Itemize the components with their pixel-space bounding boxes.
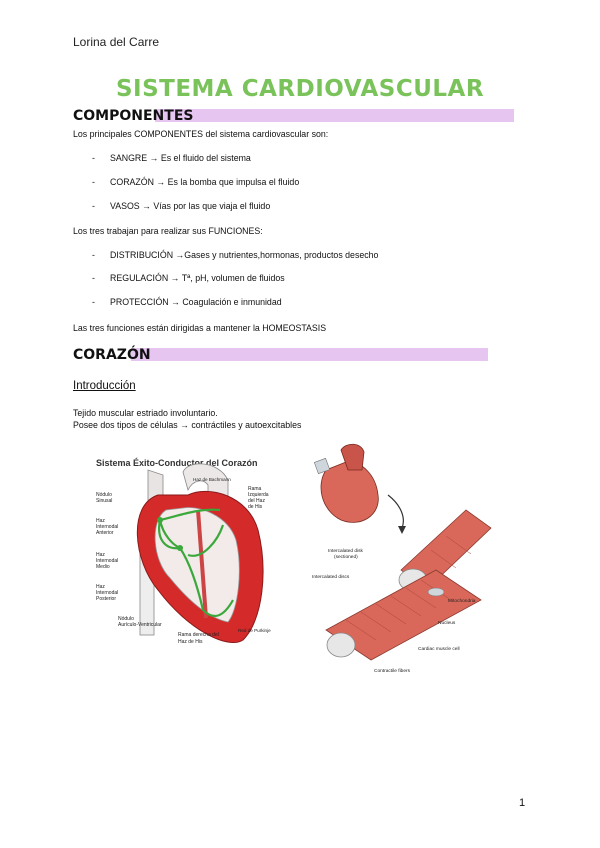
componentes-heading-bar [155,109,514,122]
header-author: Lorina del Carre [73,35,160,49]
nucleus-shape [427,587,445,597]
bullet-dash: - [92,250,95,260]
functions-intro: Los tres trabajan para realizar sus FUNC… [73,226,263,236]
label-rama-der-1: Rama derecha del [178,632,219,638]
label-haz-medio-3: Medio [96,564,110,570]
label-purkinje: Red de Purkinje [238,628,271,633]
list-item-text: VASOS → Vías por las que viaja el fluido [110,201,271,211]
corazon-heading: CORAZÓN [73,347,151,363]
homeostasis-conclusion: Las tres funciones están dirigidas a man… [73,323,327,333]
bachmann-path [159,508,221,522]
list-item-text: PROTECCIÓN → Coagulación e inmunidad [110,297,282,307]
cardiac-muscle-figure: Intercalated disk (sectioned) Intercalat… [312,443,492,674]
magnifier-block [313,457,331,475]
label-bachmann: Haz de Bachmann [193,477,231,482]
av-node-dot [177,545,183,551]
internodal-path-2 [158,519,181,550]
list-item-text: DISTRIBUCIÓN →Gases y nutrientes,hormona… [110,250,379,260]
figure-title: Sistema Éxito-Conductor del Corazón [96,458,258,468]
corazon-line-2: Posee dos tipos de células → contráctile… [73,420,302,430]
componentes-heading: COMPONENTES [73,108,194,124]
label-haz-anterior-3: Anterior [96,530,114,536]
septum-shape [196,509,208,619]
label-intercalated-sectioned-1: Intercalated disk [328,548,364,554]
list-item-text: REGULACIÓN → Tª, pH, volumen de fluidos [110,273,285,283]
zoom-arrow [387,494,404,529]
introduccion-subheading: Introducción [73,380,136,392]
corazon-heading-bar [131,348,488,361]
zoom-arrowhead [398,526,406,534]
label-rama-izq-3: del Haz [248,498,265,504]
his-bundle-path [179,547,234,618]
list-item-text: SANGRE → Es el fluido del sistema [110,153,251,163]
left-branch-path [187,524,225,557]
bullet-dash: - [92,177,95,187]
small-heart-vessels [340,443,365,471]
bullet-dash: - [92,297,95,307]
label-rama-izq-2: Izquierda [248,492,269,498]
label-intercalated-sectioned-2: (sectioned) [334,554,358,560]
label-intercalated-discs: Intercalated discs [312,574,350,580]
componentes-intro: Los principales COMPONENTES del sistema … [73,129,329,139]
label-nodulo-av-2: Aurículo-Ventricular [118,622,162,628]
label-haz-medio-1: Haz [96,552,105,558]
conduction-system-figure: Sistema Éxito-Conductor del Corazón Haz … [96,458,271,645]
page-number: 1 [519,797,526,809]
label-mitochondria: Mitochondria [448,598,476,604]
lower-fiber-section [326,632,356,658]
label-cardiac-cell: Cardiac muscle cell [418,646,460,652]
label-haz-posterior-3: Posterior [96,596,116,602]
list-item-text: CORAZÓN → Es la bomba que impulsa el flu… [110,177,300,187]
bullet-dash: - [92,273,95,283]
label-haz-medio-2: Internodal [96,558,118,564]
corazon-line-1: Tejido muscular estriado involuntario. [73,408,218,418]
label-rama-izq-4: de His [248,504,263,510]
label-rama-izq-1: Rama [248,486,262,492]
small-heart-shape [320,461,379,523]
label-nucleus: Nucleus [438,620,456,626]
label-nodulo-sinusal-1: Nódulo [96,492,112,498]
label-contractile: Contractile fibers [374,668,411,674]
label-nodulo-sinusal-2: Sinusal [96,498,112,504]
label-rama-der-2: Haz de His [178,639,203,645]
label-nodulo-av-1: Nódulo [118,616,134,622]
sinus-node-dot [157,517,163,523]
bullet-dash: - [92,153,95,163]
label-haz-anterior-1: Haz [96,518,105,524]
label-haz-posterior-1: Haz [96,584,105,590]
label-haz-posterior-2: Internodal [96,590,118,596]
label-haz-anterior-2: Internodal [96,524,118,530]
striation-lines [345,535,472,641]
bullet-dash: - [92,201,95,211]
page-title: SISTEMA CARDIOVASCULAR [115,76,485,102]
